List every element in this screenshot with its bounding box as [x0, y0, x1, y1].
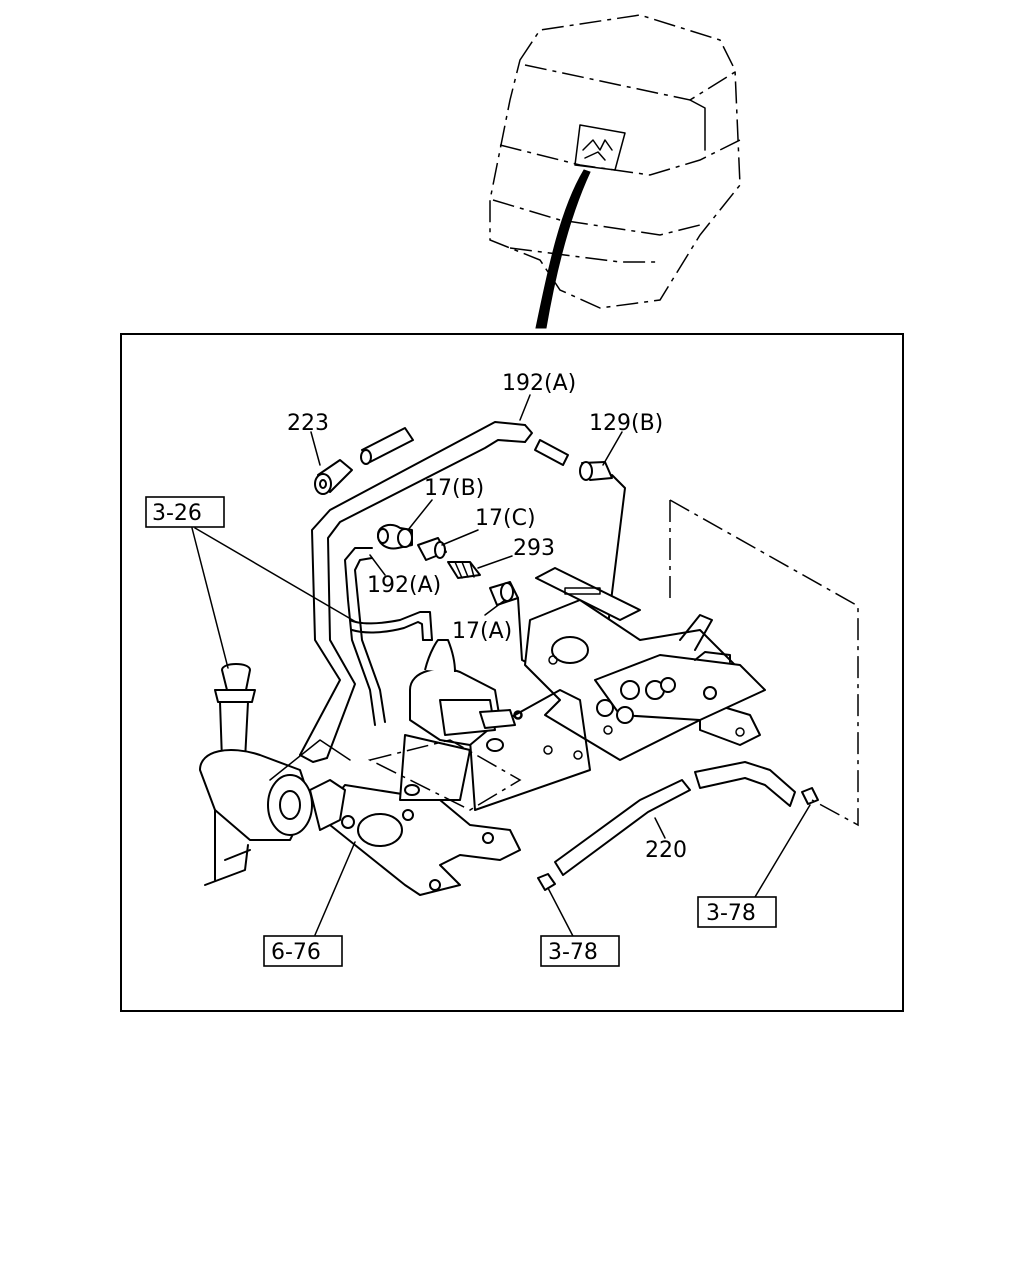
detail-frame — [120, 333, 904, 1012]
hose-220 — [554, 761, 796, 876]
ref-3-78-bottom-label: 3-78 — [548, 940, 598, 965]
callout-293: 293 — [513, 536, 555, 561]
fitting-129b — [579, 461, 626, 691]
clamp-lower — [537, 873, 556, 891]
lower-mounting-plate — [324, 689, 591, 896]
callout-17a: 17(A) — [452, 619, 512, 644]
central-valve — [399, 639, 522, 801]
ref-6-76-label: 6-76 — [271, 940, 321, 965]
vehicle-cab — [489, 14, 741, 329]
fitting-17c — [417, 537, 447, 561]
hose-segment — [534, 439, 569, 466]
ref-box-6-76[interactable]: 6-76 — [263, 935, 343, 967]
ref-box-3-78-right[interactable]: 3-78 — [697, 896, 777, 928]
leader-lines — [191, 394, 811, 941]
ref-3-26-label: 3-26 — [152, 501, 202, 526]
pump-motor — [199, 663, 351, 886]
ref-box-3-78-bottom[interactable]: 3-78 — [540, 935, 620, 967]
connector-293 — [447, 561, 481, 579]
hose-223 — [314, 427, 414, 495]
callout-192a-top: 192(A) — [502, 371, 576, 396]
elbow-17b — [377, 523, 413, 550]
ref-box-3-26[interactable]: 3-26 — [145, 496, 225, 528]
valve-cluster — [594, 614, 766, 724]
callout-192a-mid: 192(A) — [367, 573, 441, 598]
callout-17c: 17(C) — [475, 506, 536, 531]
hose-192a-long — [299, 421, 533, 763]
cab-wall-outline — [669, 499, 859, 827]
hose-192a-short — [344, 547, 386, 726]
callout-129b: 129(B) — [589, 411, 663, 436]
clamp-right — [801, 787, 819, 805]
callout-17b: 17(B) — [424, 476, 484, 501]
callout-223: 223 — [287, 411, 329, 436]
callout-220: 220 — [645, 838, 687, 863]
ref-3-78-right-label: 3-78 — [706, 901, 756, 926]
